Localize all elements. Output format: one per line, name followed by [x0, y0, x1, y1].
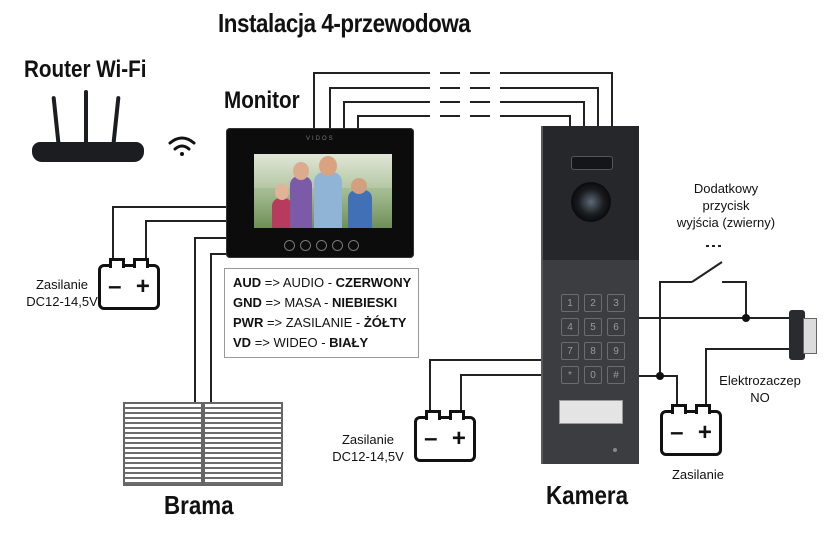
monitor-device: VIDOS	[226, 128, 414, 258]
plus-sign: +	[697, 419, 712, 446]
router-image	[28, 90, 148, 166]
legend-row-pwr: PWR => ZASILANIE - ŻÓŁTY	[233, 315, 407, 330]
plus-sign: +	[451, 425, 466, 452]
minus-sign: –	[424, 425, 438, 452]
monitor-label: Monitor	[224, 87, 300, 114]
keypad-key[interactable]: 3	[607, 294, 625, 312]
camera-speaker	[613, 448, 617, 452]
gate-left-panel	[123, 402, 203, 486]
camera-led-window	[571, 156, 613, 170]
keypad-key[interactable]: 0	[584, 366, 602, 384]
battery-right: – +	[660, 404, 722, 456]
diagram-title: Instalacja 4-przewodowa	[218, 8, 471, 38]
plus-sign: +	[135, 273, 150, 300]
keypad-key[interactable]: 8	[584, 342, 602, 360]
keypad-key[interactable]: 7	[561, 342, 579, 360]
minus-sign: –	[670, 419, 684, 446]
battery-left: – +	[98, 258, 160, 310]
gate-right-panel	[203, 402, 283, 486]
power-right-label: Zasilanie	[671, 467, 725, 482]
keypad-key[interactable]: 4	[561, 318, 579, 336]
keypad-key[interactable]: 9	[607, 342, 625, 360]
legend-row-vd: VD => WIDEO - BIAŁY	[233, 335, 369, 350]
battery-middle: – +	[414, 410, 476, 462]
camera-label: Kamera	[546, 480, 629, 510]
extra-button-label: Dodatkowy przycisk wyjścia (zwierny)	[676, 181, 776, 230]
legend-row-gnd: GND => MASA - NIEBIESKI	[233, 295, 398, 310]
gate-label: Brama	[164, 490, 234, 520]
keypad-key[interactable]: 6	[607, 318, 625, 336]
keypad-key[interactable]: 1	[561, 294, 579, 312]
wifi-icon	[168, 136, 196, 156]
monitor-screen	[254, 154, 392, 228]
router-label: Router Wi-Fi	[24, 56, 147, 83]
keypad-key[interactable]: 5	[584, 318, 602, 336]
camera-nameplate	[559, 400, 623, 424]
keypad-key[interactable]: *	[561, 366, 579, 384]
wire-legend: AUD => AUDIO - CZERWONY GND => MASA - NI…	[224, 268, 419, 358]
keypad-key[interactable]: 2	[584, 294, 602, 312]
electric-strike	[789, 310, 817, 360]
four-wire-bundle	[313, 72, 613, 128]
camera-head	[543, 126, 639, 260]
keypad-key[interactable]: #	[607, 366, 625, 384]
monitor-brand: VIDOS	[306, 136, 335, 142]
router-body	[32, 142, 144, 162]
minus-sign: –	[108, 273, 122, 300]
legend-row-aud: AUD => AUDIO - CZERWONY	[233, 275, 412, 290]
camera-lens	[571, 182, 611, 222]
